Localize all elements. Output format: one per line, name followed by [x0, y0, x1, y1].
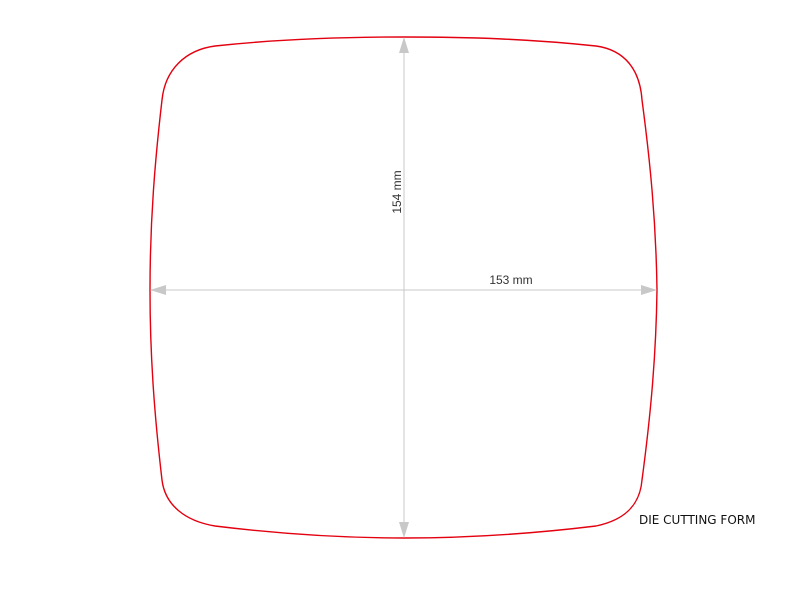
- horizontal-dimension-label: 153 mm: [489, 273, 532, 287]
- vertical-dimension-label: 154 mm: [390, 170, 404, 213]
- diagram-caption: DIE CUTTING FORM: [639, 513, 756, 527]
